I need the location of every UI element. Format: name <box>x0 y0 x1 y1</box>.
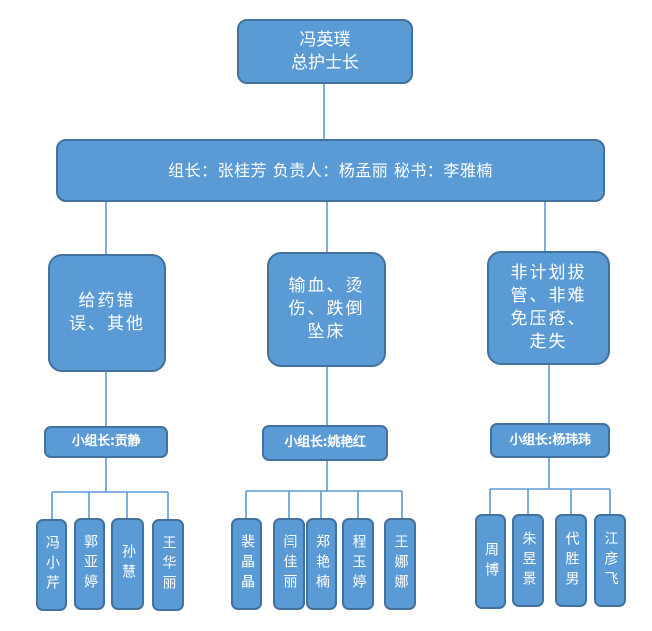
group-leader-3: 小组长:杨玮玮 <box>509 432 591 448</box>
member-name: 朱昱景 <box>520 530 537 591</box>
head-nurse-name: 冯英璞 <box>299 29 351 50</box>
group-leader-2: 小组长:姚艳红 <box>284 435 366 451</box>
member-name: 王华丽 <box>160 535 177 595</box>
member-name: 江彦飞 <box>602 530 619 591</box>
member-name: 郑艳楠 <box>313 534 330 594</box>
group-leader-box-3: 小组长:杨玮玮 <box>490 423 610 458</box>
member-name: 郭亚婷 <box>81 534 98 594</box>
member-box: 王华丽 <box>152 519 184 611</box>
head-nurse-title: 总护士长 <box>291 52 359 73</box>
member-name: 王娜娜 <box>392 534 409 594</box>
category-box-2: 输血、烫伤、跌倒坠床 <box>267 252 386 367</box>
member-name: 裴晶晶 <box>238 534 255 594</box>
group-leader-1: 小组长:贡静 <box>71 434 141 450</box>
member-box: 冯小芹 <box>36 519 67 611</box>
member-box: 朱昱景 <box>512 514 544 607</box>
member-box: 江彦飞 <box>594 514 626 607</box>
member-box: 闫佳丽 <box>273 518 305 610</box>
member-box: 代胜男 <box>555 514 587 607</box>
committee-box: 组长：张桂芳 负责人：杨孟丽 秘书：李雅楠 <box>56 139 605 202</box>
category-label-2: 输血、烫伤、跌倒坠床 <box>288 276 365 342</box>
group-leader-box-2: 小组长:姚艳红 <box>262 425 388 461</box>
member-box: 郑艳楠 <box>306 518 337 610</box>
member-name: 闫佳丽 <box>281 534 298 594</box>
category-box-1: 给药错误、其他 <box>48 254 166 372</box>
member-box: 郭亚婷 <box>74 518 105 610</box>
member-name: 代胜男 <box>563 530 580 591</box>
member-box: 周博 <box>475 514 506 609</box>
member-name: 程玉婷 <box>350 534 367 594</box>
category-label-1: 给药错误、其他 <box>69 291 145 334</box>
group-leader-box-1: 小组长:贡静 <box>44 426 168 458</box>
category-label-3: 非计划拔管、非难免压疮、走失 <box>510 263 587 352</box>
member-name: 冯小芹 <box>43 535 60 595</box>
member-name: 孙慧 <box>119 544 136 584</box>
committee-text: 组长：张桂芳 负责人：杨孟丽 秘书：李雅楠 <box>168 160 493 180</box>
member-box: 裴晶晶 <box>231 518 262 610</box>
member-box: 王娜娜 <box>384 518 416 610</box>
member-box: 程玉婷 <box>342 518 374 610</box>
head-nurse-box: 冯英璞 总护士长 <box>237 19 413 84</box>
member-name: 周博 <box>482 541 499 582</box>
category-box-3: 非计划拔管、非难免压疮、走失 <box>487 251 610 365</box>
member-box: 孙慧 <box>111 518 144 610</box>
